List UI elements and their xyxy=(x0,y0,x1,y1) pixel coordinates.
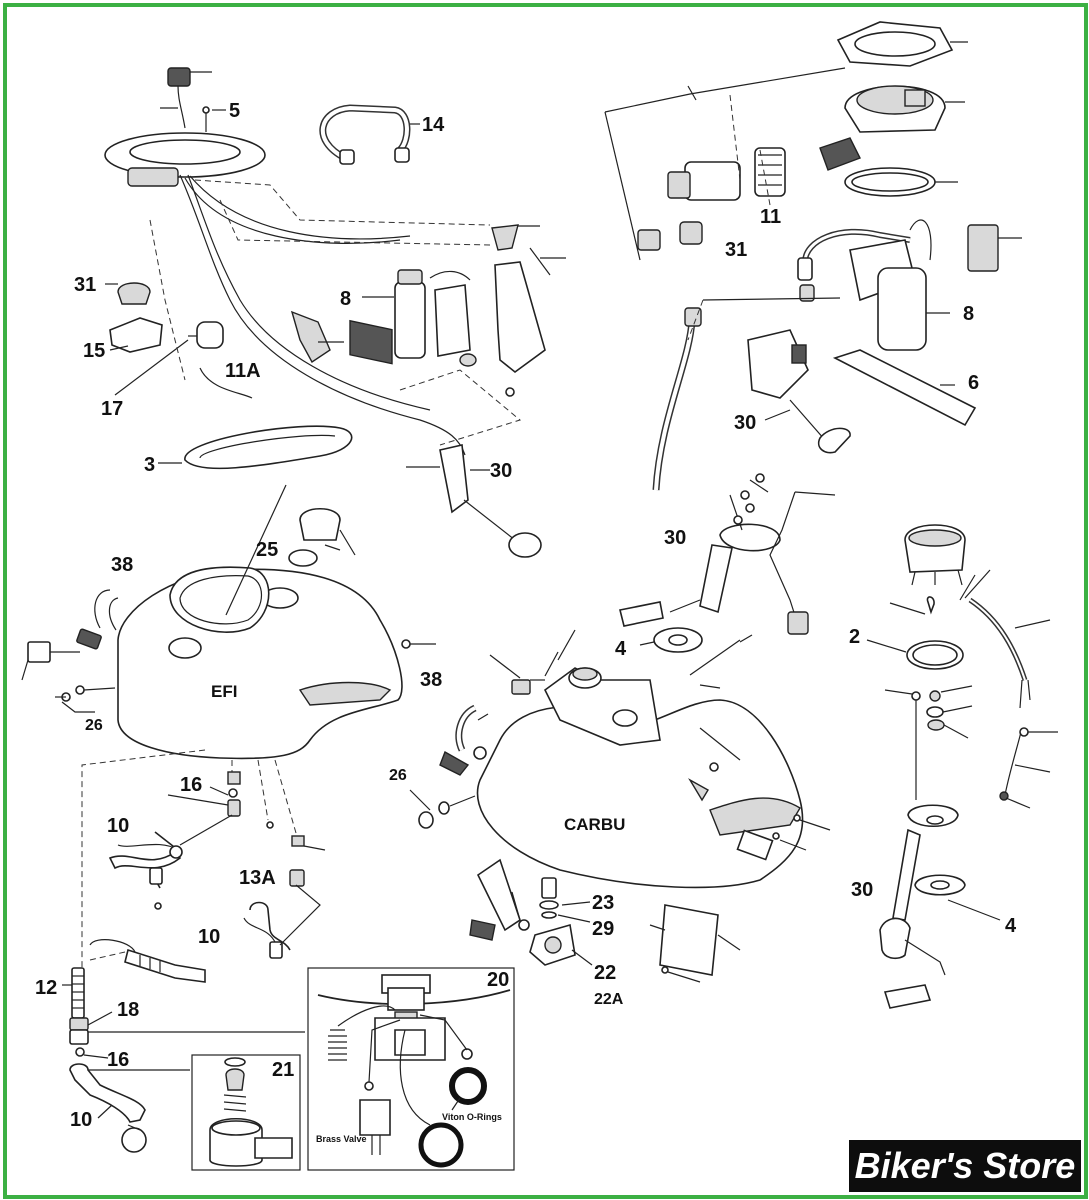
lower-left-valve-parts xyxy=(62,939,305,1153)
callout-4-middle: 4 xyxy=(615,638,627,660)
callout-3: 3 xyxy=(144,454,155,476)
callout-8-left: 8 xyxy=(340,288,351,310)
callout-6: 6 xyxy=(968,372,979,394)
gasket-3-part xyxy=(184,425,353,470)
callout-30-middle: 30 xyxy=(664,527,686,549)
callout-10-upper: 10 xyxy=(107,815,129,837)
callout-4-lower-right: 4 xyxy=(1005,915,1017,937)
viton-orings-label: Viton O-Rings xyxy=(442,1112,502,1122)
callout-18: 18 xyxy=(117,999,139,1021)
callout-8-right: 8 xyxy=(963,303,974,325)
carbu-tank xyxy=(409,629,831,983)
callout-22a: 22A xyxy=(594,991,624,1008)
callout-38-right: 38 xyxy=(420,669,442,691)
callout-21: 21 xyxy=(272,1059,294,1081)
callout-23: 23 xyxy=(592,892,614,914)
callout-11: 11 xyxy=(760,206,781,228)
callout-17: 17 xyxy=(101,398,123,420)
callout-labels: 5 14 31 8 15 11A 17 3 30 11 31 8 6 30 25… xyxy=(35,100,1017,1131)
callout-10-lower: 10 xyxy=(70,1109,92,1131)
callout-22: 22 xyxy=(594,962,616,984)
callout-14: 14 xyxy=(422,114,445,136)
bikers-store-logo: Biker's Store xyxy=(849,1140,1081,1192)
carbu-sender-middle xyxy=(619,473,836,653)
inset-20 xyxy=(307,967,515,1171)
callout-30-upper-left: 30 xyxy=(490,460,512,482)
callout-38-left: 38 xyxy=(111,554,133,576)
efi-pump-assembly xyxy=(104,67,566,558)
efi-fittings xyxy=(108,771,326,959)
efi-tank-label: EFI xyxy=(211,682,237,701)
callout-12: 12 xyxy=(35,977,57,999)
inset-21 xyxy=(191,1054,301,1171)
carbu-pump-assembly xyxy=(604,21,1022,491)
callout-31-right: 31 xyxy=(725,239,747,261)
fuel-pump-part xyxy=(394,281,426,359)
callout-13a: 13A xyxy=(239,867,276,889)
logo-text: Biker's Store xyxy=(854,1145,1076,1186)
callout-29: 29 xyxy=(592,918,614,940)
callout-20: 20 xyxy=(487,969,509,991)
efi-tank xyxy=(21,484,436,975)
brass-valve-label: Brass Valve xyxy=(316,1134,367,1144)
callout-15: 15 xyxy=(83,340,105,362)
right-sender-assembly xyxy=(866,524,1058,1009)
callout-31-left: 31 xyxy=(74,274,96,296)
callout-26-right: 26 xyxy=(389,767,407,784)
callout-25: 25 xyxy=(256,539,278,561)
callout-5: 5 xyxy=(229,100,240,122)
callout-16-lower: 16 xyxy=(107,1049,129,1071)
diagram-frame xyxy=(3,3,1088,1199)
connector-part xyxy=(167,67,191,87)
regulator-31-part xyxy=(117,282,151,305)
callout-10-middle: 10 xyxy=(198,926,220,948)
callout-30-upper-right: 30 xyxy=(734,412,756,434)
callout-11a: 11A xyxy=(225,360,261,382)
callout-30-lower-right: 30 xyxy=(851,879,873,901)
carbu-tank-label: CARBU xyxy=(564,815,625,834)
callout-26-left: 26 xyxy=(85,717,103,734)
callout-16-upper: 16 xyxy=(180,774,202,796)
callout-2: 2 xyxy=(849,626,860,648)
